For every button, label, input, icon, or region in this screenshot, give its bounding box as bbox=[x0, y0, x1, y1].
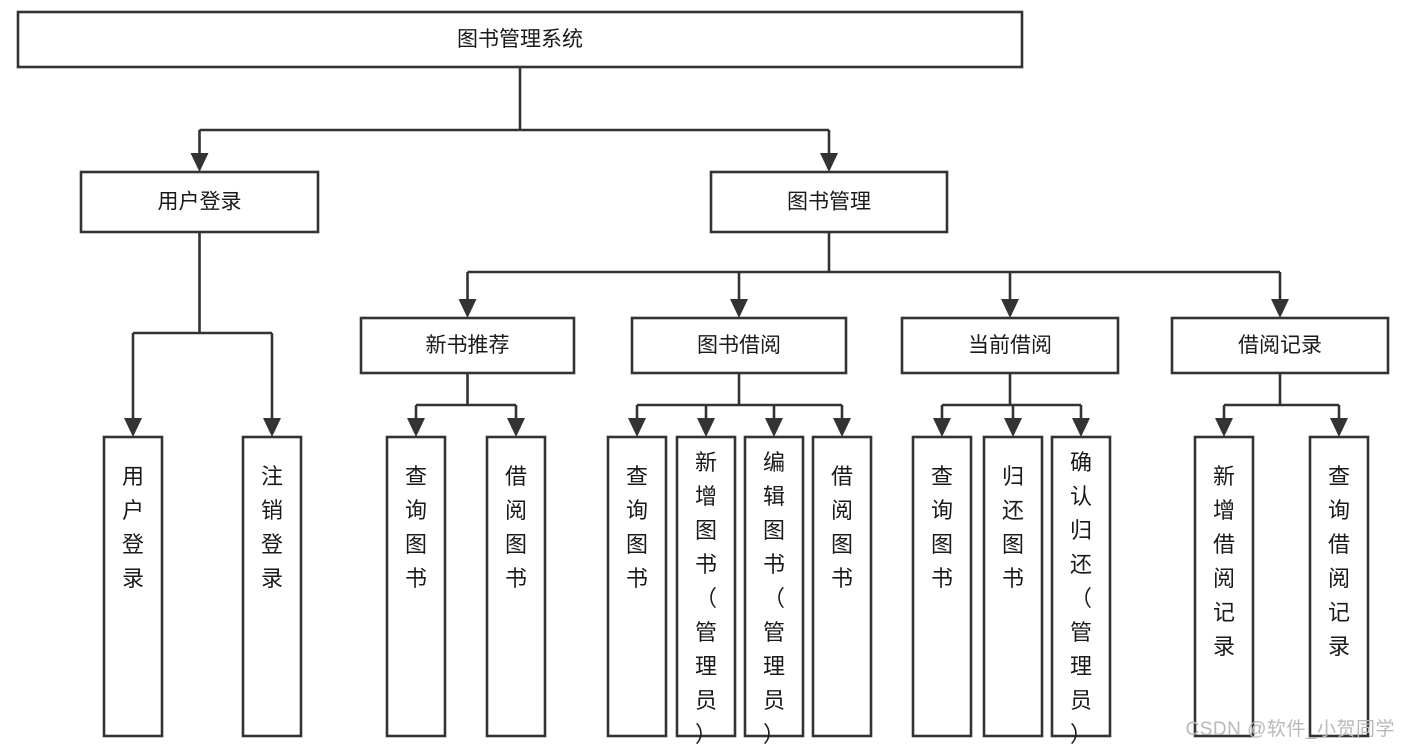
conn-bookmgmt-arrow-3 bbox=[1271, 299, 1289, 318]
leaf-br-add-record-label: 新增借阅记录 bbox=[1213, 464, 1235, 659]
leaf-nb-borrow-book-box bbox=[485, 435, 547, 738]
leaf-bb-borrow-book-box bbox=[811, 435, 873, 738]
leaf-cb-confirm-return[interactable]: 确认归还（管理员） bbox=[1050, 435, 1112, 747]
node-current-borrow[interactable]: 当前借阅 bbox=[900, 316, 1120, 375]
leaf-bb-borrow-book[interactable]: 借阅图书 bbox=[811, 435, 873, 738]
conn-root-arrow-1 bbox=[820, 153, 838, 172]
node-new-book-recommend-box bbox=[359, 316, 576, 375]
leaf-br-add-record-box bbox=[1193, 435, 1255, 738]
leaf-br-query-record-box bbox=[1308, 435, 1370, 738]
leaf-leaf-user-logout-box bbox=[241, 435, 303, 738]
leaf-bb-edit-book[interactable]: 编辑图书（管理员） bbox=[743, 435, 805, 747]
conn-root-arrow-0 bbox=[190, 153, 209, 172]
leaf-br-query-record[interactable]: 查询借阅记录 bbox=[1308, 435, 1370, 738]
node-root-box bbox=[16, 10, 1024, 69]
node-current-borrow-label: 当前借阅 bbox=[968, 334, 1052, 357]
conn-book-borrow-arrow-2 bbox=[765, 418, 783, 437]
leaf-nb-query-book[interactable]: 查询图书 bbox=[385, 435, 447, 738]
node-boxes: 图书管理系统用户登录图书管理新书推荐图书借阅当前借阅借阅记录用户登录注销登录查询… bbox=[16, 10, 1390, 747]
leaf-cb-query-book-box bbox=[911, 435, 973, 738]
leaf-bb-query-book-label: 查询图书 bbox=[626, 464, 648, 591]
node-borrow-record-box bbox=[1170, 316, 1390, 375]
node-user-login-box bbox=[79, 170, 320, 234]
leaf-cb-return-book-box bbox=[982, 435, 1044, 738]
conn-bookmgmt-arrow-0 bbox=[458, 299, 477, 318]
conn-borrow-record-arrow-0 bbox=[1215, 418, 1233, 437]
node-new-book-recommend[interactable]: 新书推荐 bbox=[359, 316, 576, 375]
node-user-login-label: 用户登录 bbox=[158, 191, 242, 214]
node-current-borrow-box bbox=[900, 316, 1120, 375]
leaf-leaf-user-logout-label: 注销登录 bbox=[261, 464, 283, 591]
conn-new-book-recommend-arrow-1 bbox=[507, 418, 525, 437]
leaf-bb-add-book-label: 新增图书（管理员） bbox=[695, 450, 717, 747]
node-root[interactable]: 图书管理系统 bbox=[16, 10, 1024, 69]
leaf-bb-add-book[interactable]: 新增图书（管理员） bbox=[675, 435, 737, 747]
leaf-br-add-record[interactable]: 新增借阅记录 bbox=[1193, 435, 1255, 738]
conn-new-book-recommend-arrow-0 bbox=[407, 418, 425, 437]
conn-book-borrow-arrow-3 bbox=[833, 418, 851, 437]
leaf-cb-confirm-return-box bbox=[1050, 435, 1112, 738]
conn-bookmgmt-arrow-1 bbox=[730, 299, 748, 318]
leaf-bb-edit-book-label: 编辑图书（管理员） bbox=[763, 450, 785, 747]
node-borrow-record-label: 借阅记录 bbox=[1238, 334, 1322, 357]
leaf-leaf-user-login-label: 用户登录 bbox=[122, 464, 144, 591]
leaf-bb-query-book[interactable]: 查询图书 bbox=[606, 435, 668, 738]
conn-borrow-record-arrow-1 bbox=[1330, 418, 1348, 437]
leaf-nb-query-book-label: 查询图书 bbox=[405, 464, 427, 591]
leaf-leaf-user-login[interactable]: 用户登录 bbox=[102, 435, 164, 738]
leaf-nb-borrow-book[interactable]: 借阅图书 bbox=[485, 435, 547, 738]
leaf-bb-add-book-box bbox=[675, 435, 737, 738]
connector-lines bbox=[124, 67, 1348, 437]
conn-current-borrow-arrow-2 bbox=[1072, 418, 1090, 437]
leaf-nb-borrow-book-label: 借阅图书 bbox=[505, 464, 527, 591]
leaf-leaf-user-logout[interactable]: 注销登录 bbox=[241, 435, 303, 738]
leaf-cb-return-book-label: 归还图书 bbox=[1002, 464, 1024, 591]
leaf-nb-query-book-box bbox=[385, 435, 447, 738]
conn-current-borrow-arrow-1 bbox=[1004, 418, 1022, 437]
node-book-borrow-box bbox=[630, 316, 848, 375]
node-book-management[interactable]: 图书管理 bbox=[709, 170, 949, 234]
node-borrow-record[interactable]: 借阅记录 bbox=[1170, 316, 1390, 375]
conn-bookmgmt-arrow-2 bbox=[1001, 299, 1019, 318]
leaf-br-query-record-label: 查询借阅记录 bbox=[1328, 464, 1350, 659]
leaf-bb-edit-book-box bbox=[743, 435, 805, 738]
leaf-cb-query-book[interactable]: 查询图书 bbox=[911, 435, 973, 738]
node-new-book-recommend-label: 新书推荐 bbox=[426, 334, 510, 357]
conn-book-borrow-arrow-0 bbox=[628, 418, 646, 437]
conn-userlogin-arrow-0 bbox=[124, 418, 142, 437]
node-book-management-box bbox=[709, 170, 949, 234]
node-user-login[interactable]: 用户登录 bbox=[79, 170, 320, 234]
node-book-borrow[interactable]: 图书借阅 bbox=[630, 316, 848, 375]
leaf-cb-query-book-label: 查询图书 bbox=[931, 464, 953, 591]
node-book-management-label: 图书管理 bbox=[787, 191, 871, 214]
csdn-watermark: CSDN @软件_小贺同学 bbox=[1185, 719, 1395, 740]
node-book-borrow-label: 图书借阅 bbox=[697, 334, 781, 357]
conn-userlogin-arrow-1 bbox=[263, 418, 281, 437]
leaf-bb-query-book-box bbox=[606, 435, 668, 738]
conn-book-borrow-arrow-1 bbox=[697, 418, 715, 437]
leaf-cb-confirm-return-label: 确认归还（管理员） bbox=[1070, 450, 1092, 747]
conn-current-borrow-arrow-0 bbox=[933, 418, 951, 437]
leaf-bb-borrow-book-label: 借阅图书 bbox=[831, 464, 853, 591]
node-root-label: 图书管理系统 bbox=[457, 28, 583, 51]
leaf-cb-return-book[interactable]: 归还图书 bbox=[982, 435, 1044, 738]
leaf-leaf-user-login-box bbox=[102, 435, 164, 738]
